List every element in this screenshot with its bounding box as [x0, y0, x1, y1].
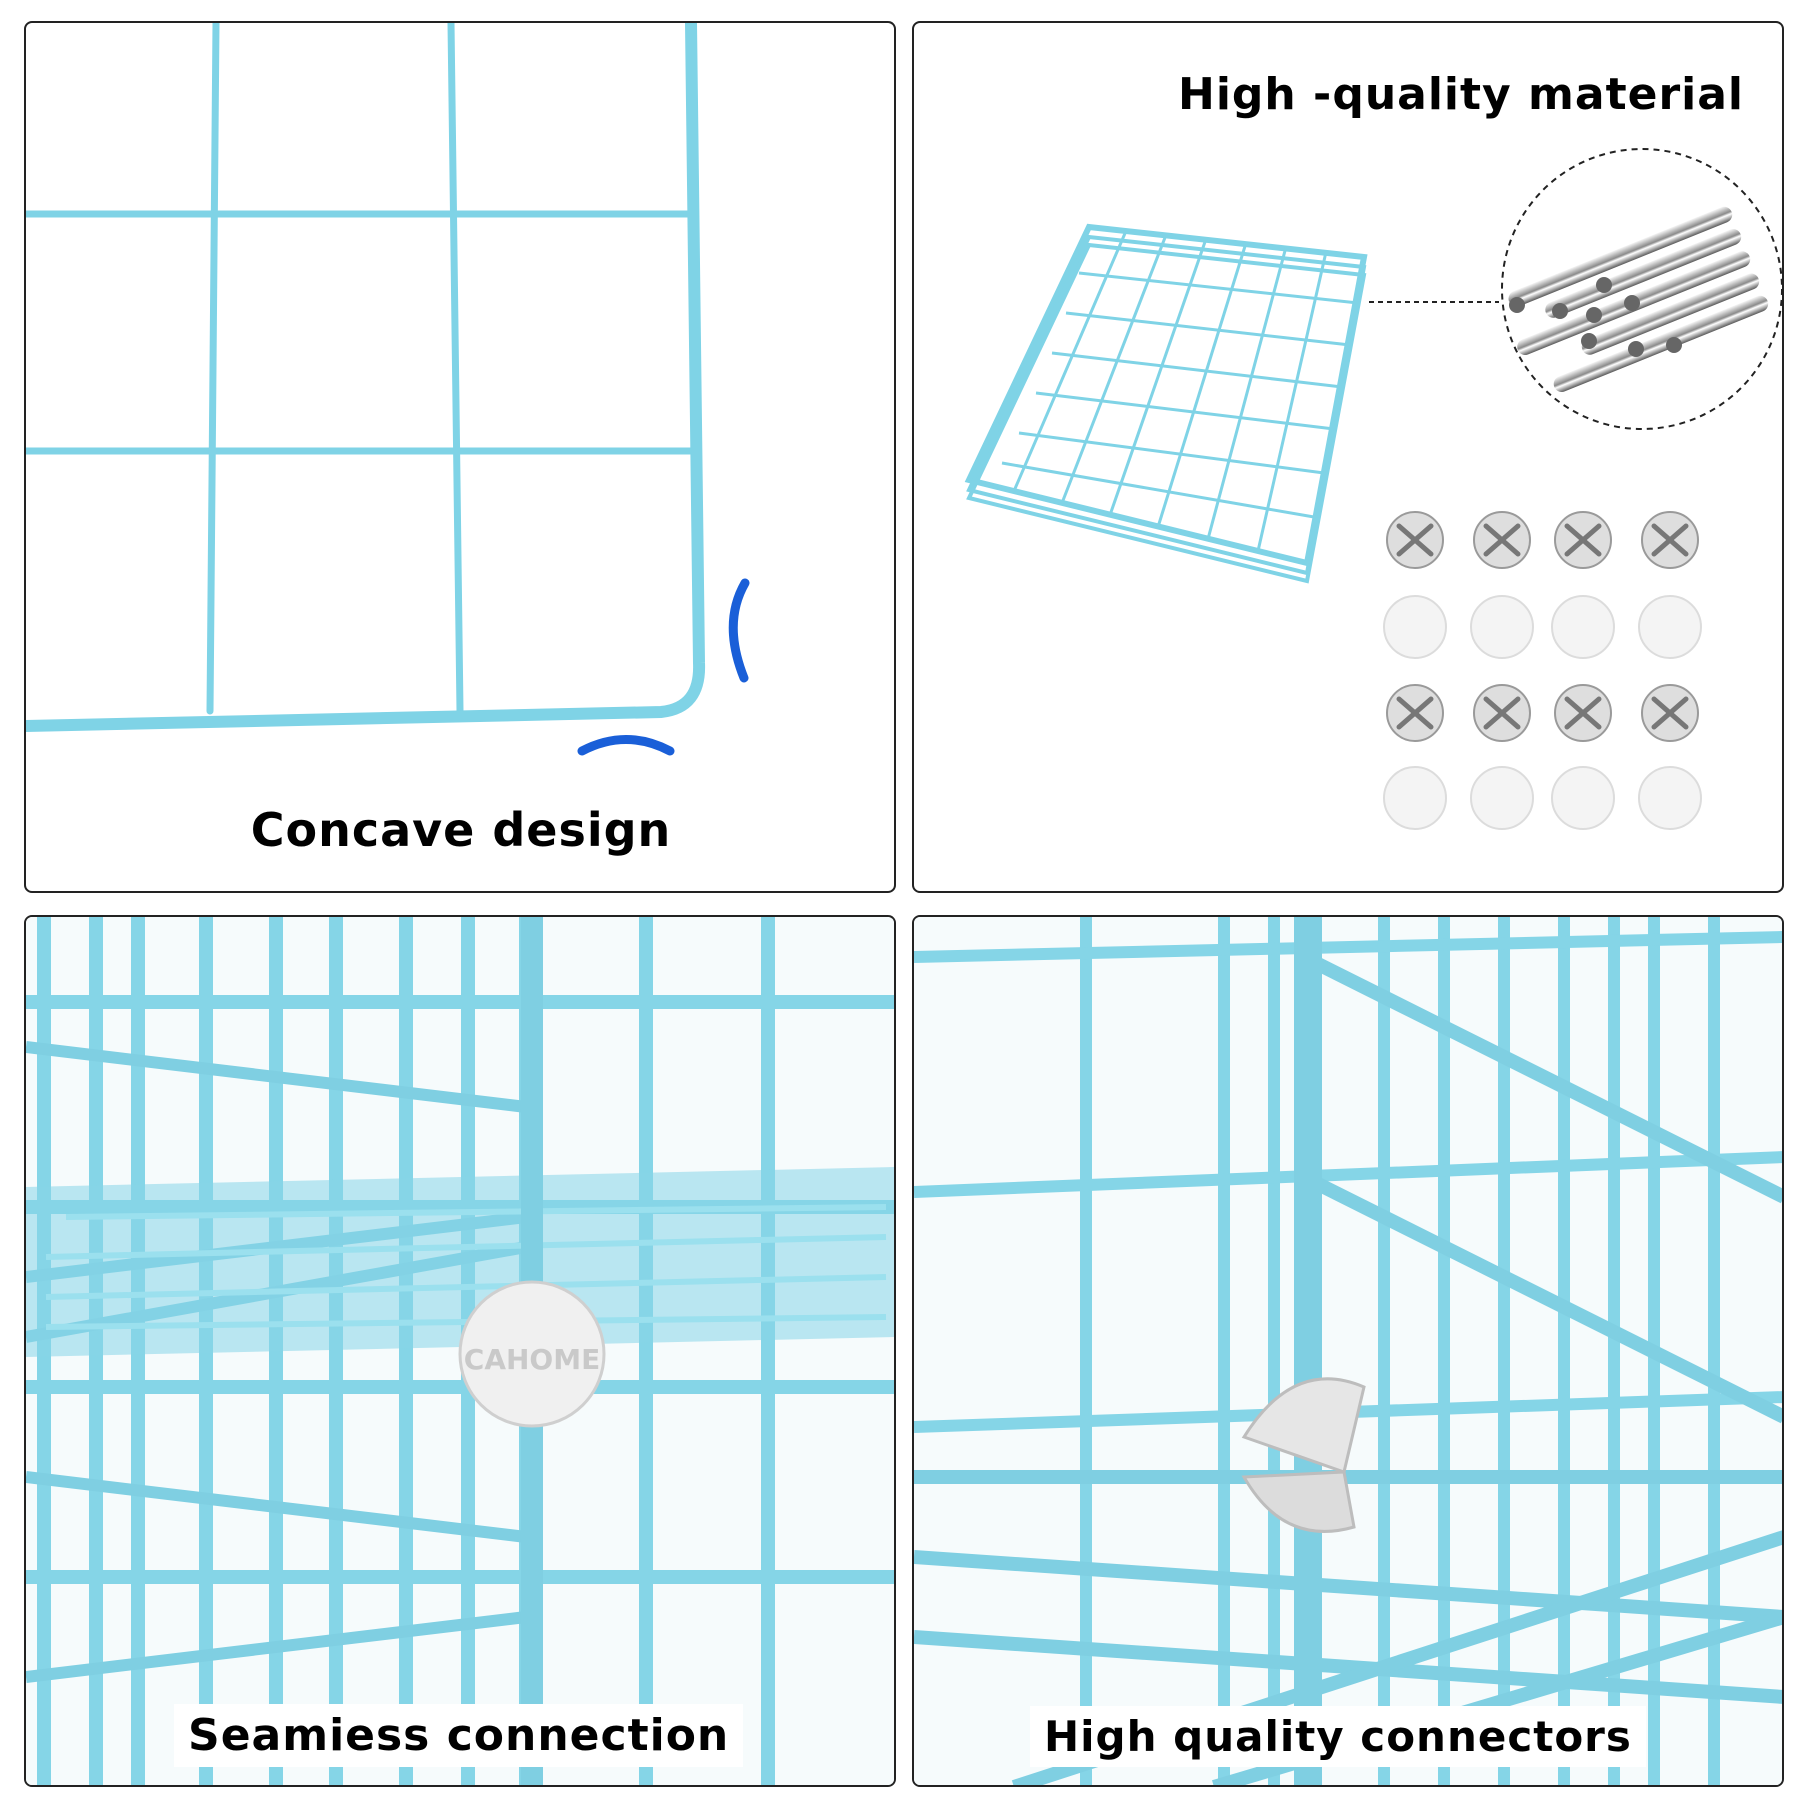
panel-high-quality-material: High -quality material [912, 21, 1784, 893]
connector-set [1383, 511, 1702, 830]
seamless-connection-photo: CAHOME [26, 917, 894, 1785]
panel-concave-design: Concave design [24, 21, 896, 893]
caption-high-quality-connectors: High quality connectors [1030, 1706, 1646, 1767]
connectors-photo [914, 917, 1782, 1785]
panel-seamless-connection: CAHOME Seamiess connection [24, 915, 896, 1787]
steel-rods [1508, 206, 1769, 392]
grid-corner-illustration [26, 23, 750, 756]
panel-high-quality-connectors: High quality connectors [912, 915, 1784, 1787]
caption-high-quality-material: High -quality material [1178, 69, 1744, 120]
stacked-grid-panels [964, 223, 1368, 584]
caption-concave-design: Concave design [250, 803, 672, 857]
connector-cap [458, 1280, 606, 1428]
cap-logo-text: CAHOME [464, 1343, 600, 1376]
caption-seamless-connection: Seamiess connection [174, 1704, 744, 1767]
material-illustration [964, 148, 1782, 830]
connector-piece [1241, 1377, 1366, 1533]
